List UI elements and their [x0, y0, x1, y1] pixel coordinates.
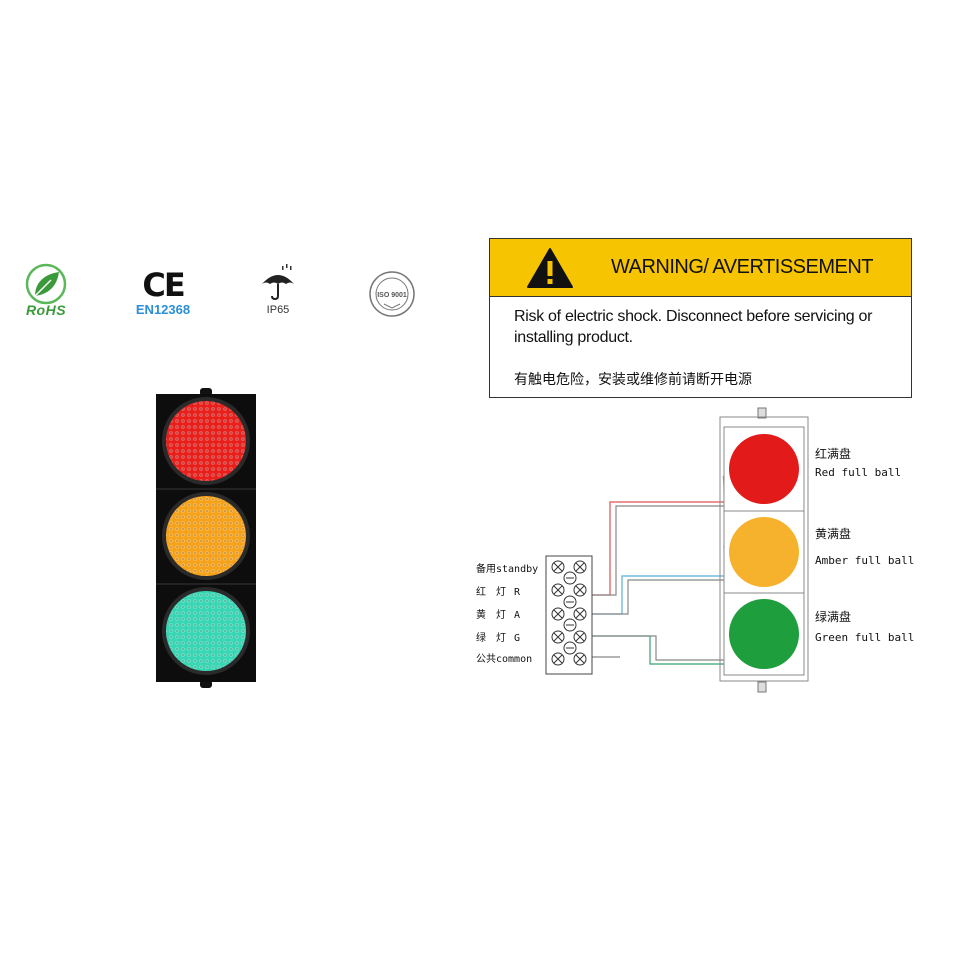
- terminal-label-standby: 备用standby: [476, 562, 538, 575]
- rohs-label: RoHS: [25, 302, 67, 318]
- lamp-green: [729, 599, 799, 669]
- warning-text-cn: 有触电危险，安装或维修前请断开电源: [514, 372, 752, 388]
- iso-seal-label: ISO 9001: [377, 292, 407, 299]
- terminal-screw-g: [551, 630, 587, 644]
- ce-mark-icon: CE: [142, 266, 185, 304]
- lamp-amber: [729, 517, 799, 587]
- product-green-light: [162, 587, 250, 675]
- iso9001-certification: ISO 9001: [368, 268, 416, 320]
- warning-text-en: Risk of electric shock. Disconnect befor…: [514, 308, 873, 346]
- rohs-certification: RoHS: [18, 262, 74, 322]
- product-amber-light: [162, 492, 250, 580]
- ip65-certification: IP65: [255, 262, 301, 322]
- wire-red: [590, 501, 725, 596]
- terminal-label-common: 公共common: [476, 653, 532, 665]
- ce-certification: CE EN12368: [128, 268, 198, 324]
- traffic-light-product: [156, 388, 256, 688]
- lamp-green-label-en: Green full ball: [815, 631, 914, 644]
- product-red-light: [162, 397, 250, 485]
- terminal-screw-common: [551, 652, 587, 666]
- terminal-screw-r: [551, 583, 587, 597]
- umbrella-rain-icon: [262, 264, 294, 301]
- warning-triangle-icon: [527, 248, 573, 288]
- terminal-block: [545, 555, 593, 675]
- lamp-red-label-en: Red full ball: [815, 466, 901, 479]
- iso-seal-icon: [369, 271, 415, 317]
- lamp-red: [729, 434, 799, 504]
- lamp-amber-label-cn: 黄满盘: [815, 526, 851, 541]
- en12368-label: EN12368: [135, 302, 191, 317]
- warning-title: WARNING/ AVERTISSEMENT: [611, 256, 874, 278]
- lamp-green-label-cn: 绿满盘: [815, 609, 851, 624]
- terminal-screw-standby: [551, 560, 587, 574]
- iso-seal-text: ISO 9001: [377, 292, 407, 299]
- lamp-amber-label-en: Amber full ball: [815, 554, 914, 567]
- warning-label: WARNING/ AVERTISSEMENT Risk of electric …: [489, 238, 912, 398]
- terminal-screw-a: [551, 607, 587, 621]
- rohs-leaf-icon: [25, 263, 67, 305]
- signal-head: [719, 407, 809, 693]
- ip65-label: IP65: [266, 304, 290, 316]
- warning-header: WARNING/ AVERTISSEMENT: [490, 239, 911, 297]
- lamp-red-label-cn: 红满盘: [815, 446, 851, 461]
